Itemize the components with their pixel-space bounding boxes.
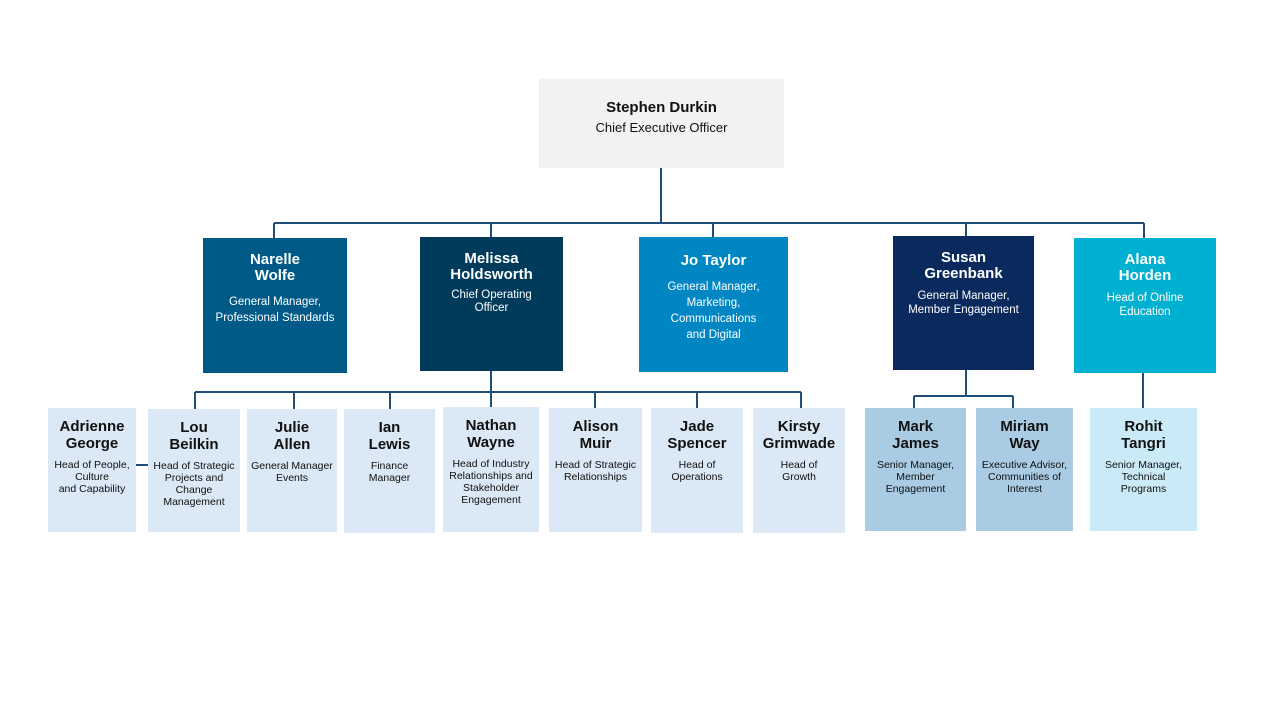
node-title: Chief Executive Officer	[595, 120, 728, 135]
org-node-staff: Miriam Way Executive Advisor, Communitie…	[976, 408, 1073, 531]
node-title: Head of Industry Relationships and Stake…	[449, 458, 533, 506]
org-node-staff: Mark James Senior Manager, Member Engage…	[865, 408, 966, 531]
node-name: Adrienne George	[59, 418, 125, 452]
node-name: Alana Horden	[1118, 251, 1172, 284]
org-node-staff: Kirsty Grimwade Head of Growth	[753, 408, 845, 533]
node-name: Alison Muir	[572, 418, 619, 452]
node-title: Senior Manager, Technical Programs	[1104, 459, 1183, 495]
org-node-manager: Melissa Holdsworth Chief Operating Offic…	[420, 237, 563, 371]
node-name: Mark James	[892, 418, 939, 452]
node-title: Head of Growth	[780, 459, 818, 483]
node-title: Senior Manager, Member Engagement	[876, 459, 955, 495]
org-node-manager: Susan Greenbank General Manager, Member …	[893, 236, 1034, 370]
node-title: Head of Strategic Relationships	[554, 459, 637, 483]
node-title: Head of People, Culture and Capability	[54, 459, 130, 495]
node-name: Nathan Wayne	[465, 417, 517, 451]
org-node-staff: Adrienne George Head of People, Culture …	[48, 408, 136, 532]
node-title: Head of Strategic Projects and Change Ma…	[153, 460, 235, 508]
node-name: Jo Taylor	[680, 252, 747, 269]
org-node-staff: Nathan Wayne Head of Industry Relationsh…	[443, 407, 539, 532]
node-name: Rohit Tangri	[1121, 418, 1166, 452]
node-title: Chief Operating Officer	[451, 289, 532, 314]
node-title: General Manager, Member Engagement	[908, 290, 1019, 316]
node-title: Head of Online Education	[1106, 292, 1184, 318]
node-name: Jade Spencer	[667, 418, 727, 452]
node-name: Ian Lewis	[368, 419, 411, 453]
node-name: Julie Allen	[273, 419, 311, 453]
node-name: Susan Greenbank	[924, 249, 1003, 282]
node-title: Executive Advisor, Communities of Intere…	[981, 459, 1068, 495]
org-node-staff: Ian Lewis Finance Manager	[344, 409, 435, 533]
org-node-staff: Alison Muir Head of Strategic Relationsh…	[549, 408, 642, 532]
org-node-staff: Rohit Tangri Senior Manager, Technical P…	[1090, 408, 1197, 531]
node-name: Lou Beilkin	[169, 419, 219, 453]
node-name: Miriam Way	[1000, 418, 1049, 452]
node-title: Finance Manager	[368, 460, 411, 484]
org-node-staff: Julie Allen General Manager Events	[247, 409, 337, 532]
node-title: General Manager, Marketing, Communicatio…	[667, 281, 760, 341]
node-title: Head of Operations	[671, 459, 723, 483]
node-name: Kirsty Grimwade	[762, 418, 836, 452]
org-node-staff: Jade Spencer Head of Operations	[651, 408, 743, 533]
node-name: Stephen Durkin	[606, 99, 717, 116]
org-node-ceo: Stephen Durkin Chief Executive Officer	[539, 79, 784, 168]
org-node-staff: Lou Beilkin Head of Strategic Projects a…	[148, 409, 240, 532]
org-node-manager: Narelle Wolfe General Manager, Professio…	[203, 238, 347, 373]
org-node-manager: Jo Taylor General Manager, Marketing, Co…	[639, 237, 788, 372]
node-name: Melissa Holdsworth	[450, 250, 533, 283]
node-name: Narelle Wolfe	[249, 251, 301, 284]
org-node-manager: Alana Horden Head of Online Education	[1074, 238, 1216, 373]
node-title: General Manager Events	[251, 460, 333, 484]
node-title: General Manager, Professional Standards	[215, 296, 335, 324]
